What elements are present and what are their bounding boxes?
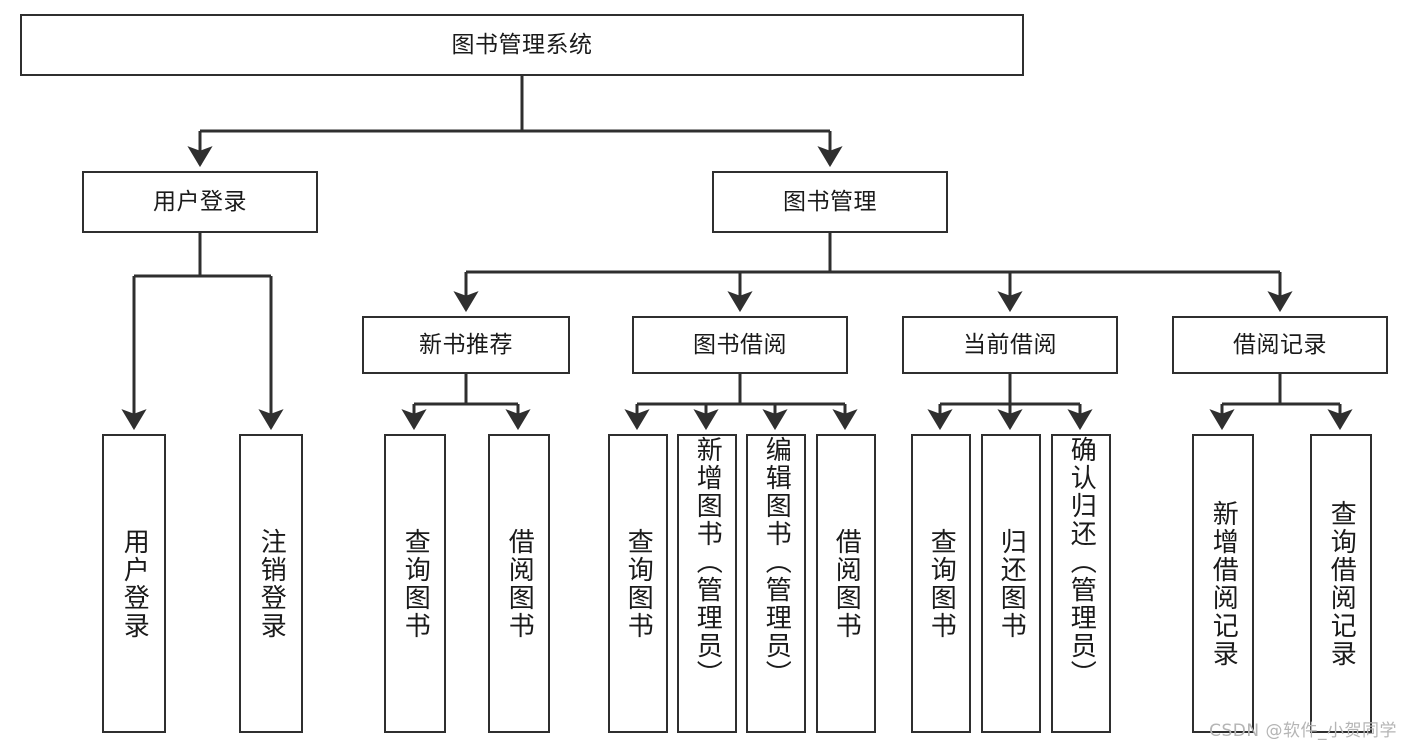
node-leaf-edit-book-admin[interactable]: 编辑图书（管理员）: [746, 434, 806, 733]
node-root-book-management-system[interactable]: 图书管理系统: [20, 14, 1024, 76]
node-book-management[interactable]: 图书管理: [712, 171, 948, 233]
node-leaf-logout[interactable]: 注销登录: [239, 434, 303, 733]
node-leaf-user-login-label: 用户登录: [119, 527, 150, 640]
node-borrow-record-label: 借阅记录: [1233, 331, 1327, 358]
node-leaf-add-borrow-record[interactable]: 新增借阅记录: [1192, 434, 1254, 733]
node-new-book-recommend-label: 新书推荐: [419, 331, 513, 358]
node-current-borrow-label: 当前借阅: [963, 331, 1057, 358]
node-leaf-borrow-book[interactable]: 借阅图书: [816, 434, 876, 733]
node-leaf-query-book-recommend[interactable]: 查询图书: [384, 434, 446, 733]
node-leaf-confirm-return-admin-label: 确认归还（管理员）: [1066, 436, 1097, 688]
node-leaf-logout-label: 注销登录: [256, 527, 287, 640]
node-borrow-record[interactable]: 借阅记录: [1172, 316, 1388, 374]
node-leaf-query-book-current-label: 查询图书: [926, 527, 957, 640]
node-leaf-confirm-return-admin[interactable]: 确认归还（管理员）: [1051, 434, 1111, 733]
node-leaf-query-book-recommend-label: 查询图书: [400, 527, 431, 640]
node-leaf-query-borrow-record-label: 查询借阅记录: [1326, 499, 1357, 668]
node-leaf-query-book-borrow-label: 查询图书: [623, 527, 654, 640]
node-new-book-recommend[interactable]: 新书推荐: [362, 316, 570, 374]
node-leaf-query-borrow-record[interactable]: 查询借阅记录: [1310, 434, 1372, 733]
node-leaf-add-borrow-record-label: 新增借阅记录: [1208, 499, 1239, 668]
node-leaf-edit-book-admin-label: 编辑图书（管理员）: [761, 436, 792, 688]
node-leaf-return-book-label: 归还图书: [996, 527, 1027, 640]
node-leaf-borrow-book-recommend[interactable]: 借阅图书: [488, 434, 550, 733]
node-leaf-query-book-current[interactable]: 查询图书: [911, 434, 971, 733]
node-current-borrow[interactable]: 当前借阅: [902, 316, 1118, 374]
node-leaf-return-book[interactable]: 归还图书: [981, 434, 1041, 733]
node-book-borrow[interactable]: 图书借阅: [632, 316, 848, 374]
node-leaf-borrow-book-recommend-label: 借阅图书: [504, 527, 535, 640]
node-book-management-label: 图书管理: [783, 188, 877, 215]
node-user-login-label: 用户登录: [153, 188, 247, 215]
node-book-borrow-label: 图书借阅: [693, 331, 787, 358]
node-leaf-add-book-admin-label: 新增图书（管理员）: [692, 436, 723, 688]
node-leaf-query-book-borrow[interactable]: 查询图书: [608, 434, 668, 733]
node-leaf-borrow-book-label: 借阅图书: [831, 527, 862, 640]
node-root-label: 图书管理系统: [451, 31, 593, 58]
node-leaf-add-book-admin[interactable]: 新增图书（管理员）: [677, 434, 737, 733]
node-user-login[interactable]: 用户登录: [82, 171, 318, 233]
node-leaf-user-login[interactable]: 用户登录: [102, 434, 166, 733]
